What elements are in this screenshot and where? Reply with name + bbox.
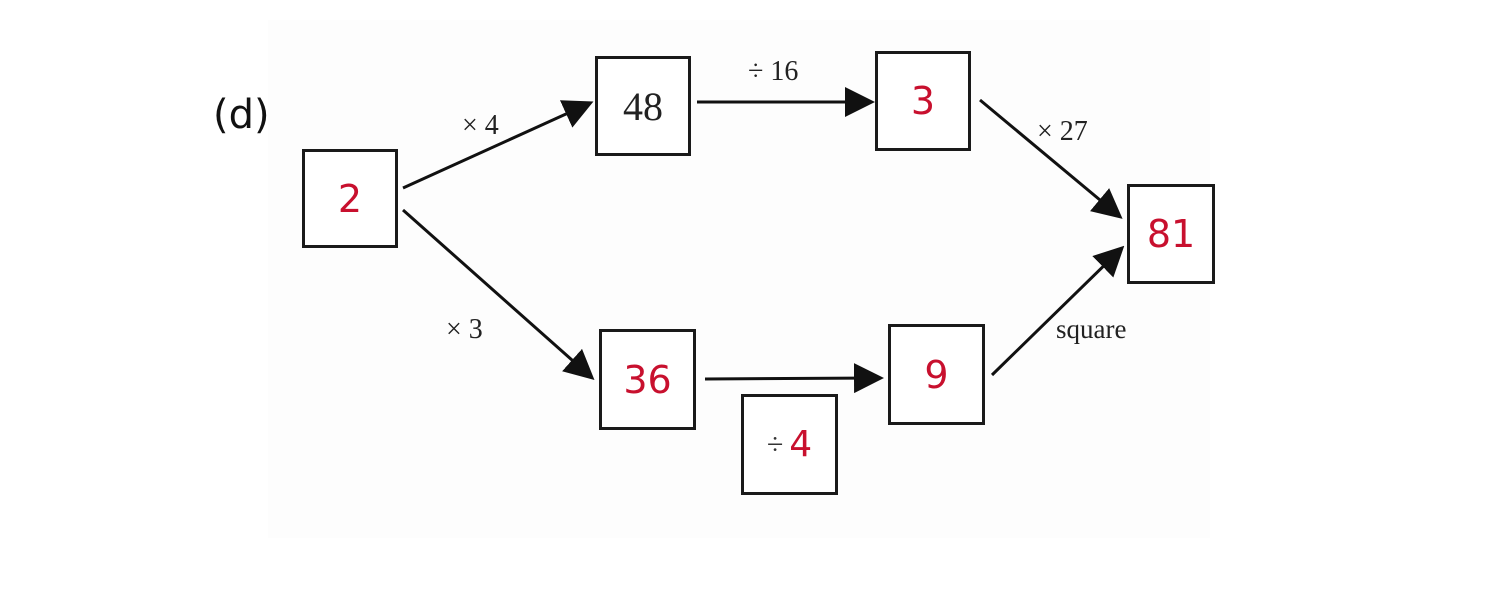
- op-divide-4-box: ÷ 4: [741, 394, 838, 495]
- arrow-3-to-81: [979, 98, 1123, 219]
- node-top-right-value: 3: [910, 79, 936, 123]
- op-times-4: × 4: [462, 110, 499, 141]
- op-square: square: [1056, 314, 1127, 344]
- node-end: 81: [1127, 184, 1215, 284]
- node-top-middle: 48: [595, 56, 691, 156]
- divide-symbol: ÷: [766, 427, 784, 461]
- op-divide-16: ÷ 16: [748, 56, 799, 87]
- node-end-value: 81: [1146, 212, 1196, 256]
- node-bottom-middle: 36: [599, 329, 696, 430]
- node-bottom-middle-value: 36: [623, 357, 672, 402]
- node-bottom-right-value: 9: [924, 352, 949, 397]
- op-times-3: × 3: [446, 314, 483, 345]
- diagram-panel: [268, 20, 1210, 538]
- part-label: (d): [213, 92, 270, 138]
- arrow-start-to-36: [402, 208, 595, 380]
- node-bottom-right: 9: [888, 324, 985, 425]
- op-times-27: × 27: [1037, 116, 1088, 147]
- node-top-right: 3: [875, 51, 971, 151]
- node-top-middle-value: 48: [623, 83, 663, 129]
- arrow-start-to-48: [402, 100, 594, 190]
- node-start-value: 2: [337, 176, 363, 221]
- arrow-36-to-9: [704, 363, 884, 394]
- node-start: 2: [302, 149, 398, 248]
- divide-4-value: 4: [789, 424, 813, 465]
- arrow-9-to-81: [990, 245, 1125, 377]
